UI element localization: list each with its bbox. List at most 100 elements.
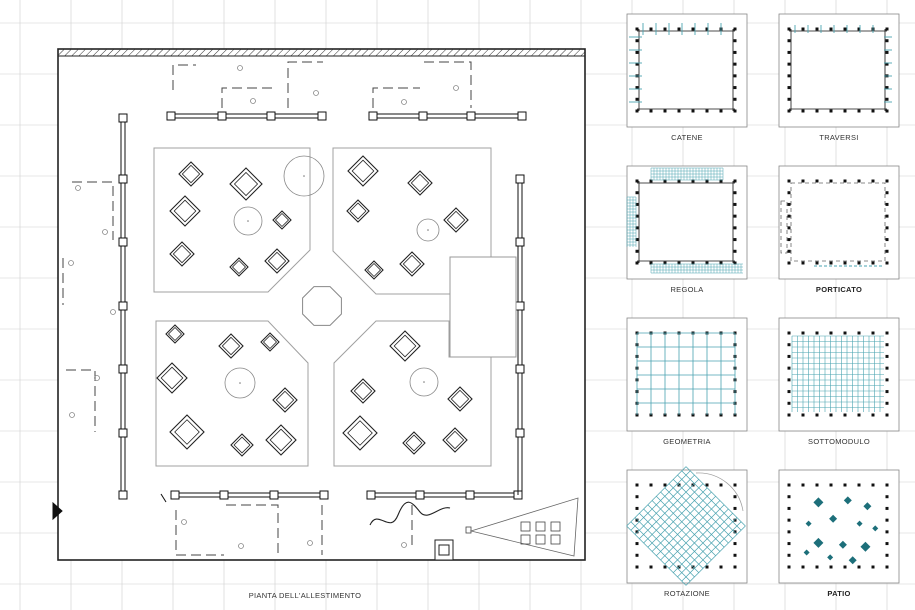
post-mark xyxy=(635,565,639,569)
display-case-inner xyxy=(167,326,183,342)
display-case-inner xyxy=(174,419,200,445)
display-case xyxy=(399,251,425,277)
post-mark xyxy=(733,518,737,522)
post-mark xyxy=(787,530,791,534)
post-mark xyxy=(815,413,819,417)
post-mark xyxy=(857,27,861,31)
round-table xyxy=(283,155,325,197)
dashed-partition xyxy=(72,181,114,240)
display-case-outer xyxy=(364,260,384,280)
column-post xyxy=(515,174,525,184)
display-case-outer xyxy=(169,241,195,267)
display-case xyxy=(442,427,468,453)
post-mark xyxy=(871,413,875,417)
dashed-partition xyxy=(175,510,224,556)
display-case-inner xyxy=(269,428,293,452)
post-mark xyxy=(635,238,639,242)
main-plan-caption: PIANTA DELL'ALLESTIMENTO xyxy=(248,591,362,600)
seat xyxy=(535,534,546,545)
dashed-partition xyxy=(372,87,420,108)
display-case-inner xyxy=(173,199,197,223)
display-case-outer xyxy=(229,167,263,201)
seat xyxy=(550,534,561,545)
display-case xyxy=(347,155,379,187)
post-mark xyxy=(733,179,737,183)
panel-caption-geometria: GEOMETRIA xyxy=(663,437,711,446)
post-mark xyxy=(787,50,791,54)
display-case-inner xyxy=(393,334,417,358)
dashed-partition xyxy=(66,369,96,432)
post-mark xyxy=(857,331,861,335)
display-case-outer xyxy=(265,424,297,456)
panel-geometria xyxy=(626,317,748,432)
post-mark xyxy=(733,86,737,90)
post-mark xyxy=(733,483,737,487)
column-post xyxy=(217,111,227,121)
post-mark xyxy=(885,249,889,253)
display-case xyxy=(402,431,426,455)
round-table-center xyxy=(423,381,425,383)
post-mark xyxy=(733,506,737,510)
post-mark xyxy=(787,366,791,370)
panel-frame xyxy=(778,13,900,128)
column-post xyxy=(317,111,327,121)
post-mark xyxy=(691,109,695,113)
post-mark xyxy=(829,483,833,487)
fixture-dot xyxy=(69,412,75,418)
module-line xyxy=(681,470,742,531)
display-case-outer xyxy=(230,433,254,457)
post-mark xyxy=(871,483,875,487)
module-line xyxy=(664,487,725,548)
display-case-inner xyxy=(172,244,192,264)
post-mark xyxy=(885,530,889,534)
post-mark xyxy=(871,565,875,569)
column-post xyxy=(219,490,229,500)
post-mark xyxy=(635,542,639,546)
projection-cone xyxy=(469,497,579,557)
patio-element xyxy=(863,502,872,511)
post-mark xyxy=(815,331,819,335)
panel-caption-rotazione: ROTAZIONE xyxy=(664,589,710,598)
post-mark xyxy=(733,226,737,230)
post-mark xyxy=(787,553,791,557)
post-mark xyxy=(733,62,737,66)
post-mark xyxy=(635,530,639,534)
round-table-center xyxy=(239,382,241,384)
display-case-inner xyxy=(349,202,367,220)
module-line xyxy=(626,525,687,586)
fixture-dot xyxy=(401,99,407,105)
post-mark xyxy=(787,27,791,31)
post-mark xyxy=(843,483,847,487)
post-mark xyxy=(733,39,737,43)
post-mark xyxy=(885,331,889,335)
post-mark xyxy=(705,261,709,265)
dashed-frame xyxy=(780,200,788,254)
post-mark xyxy=(885,27,889,31)
round-table xyxy=(409,367,439,397)
post-mark xyxy=(871,179,875,183)
column-post xyxy=(170,490,180,500)
display-case-inner xyxy=(160,366,184,390)
display-case-outer xyxy=(229,257,249,277)
post-mark xyxy=(857,413,861,417)
post-mark xyxy=(635,261,639,265)
fixture-dot xyxy=(237,65,243,71)
post-mark xyxy=(635,226,639,230)
dashed-partition xyxy=(424,61,472,108)
panel-patio xyxy=(778,469,900,584)
post-mark xyxy=(885,390,889,394)
column-post xyxy=(515,301,525,311)
post-mark xyxy=(663,483,667,487)
post-mark xyxy=(677,27,681,31)
post-mark xyxy=(885,191,889,195)
post-mark xyxy=(829,261,833,265)
column-post xyxy=(118,490,128,500)
round-table xyxy=(416,218,440,242)
display-case xyxy=(169,414,205,450)
post-mark xyxy=(635,249,639,253)
display-case xyxy=(407,170,433,196)
post-mark xyxy=(635,495,639,499)
column-post xyxy=(166,111,176,121)
fixture-dot xyxy=(102,229,108,235)
